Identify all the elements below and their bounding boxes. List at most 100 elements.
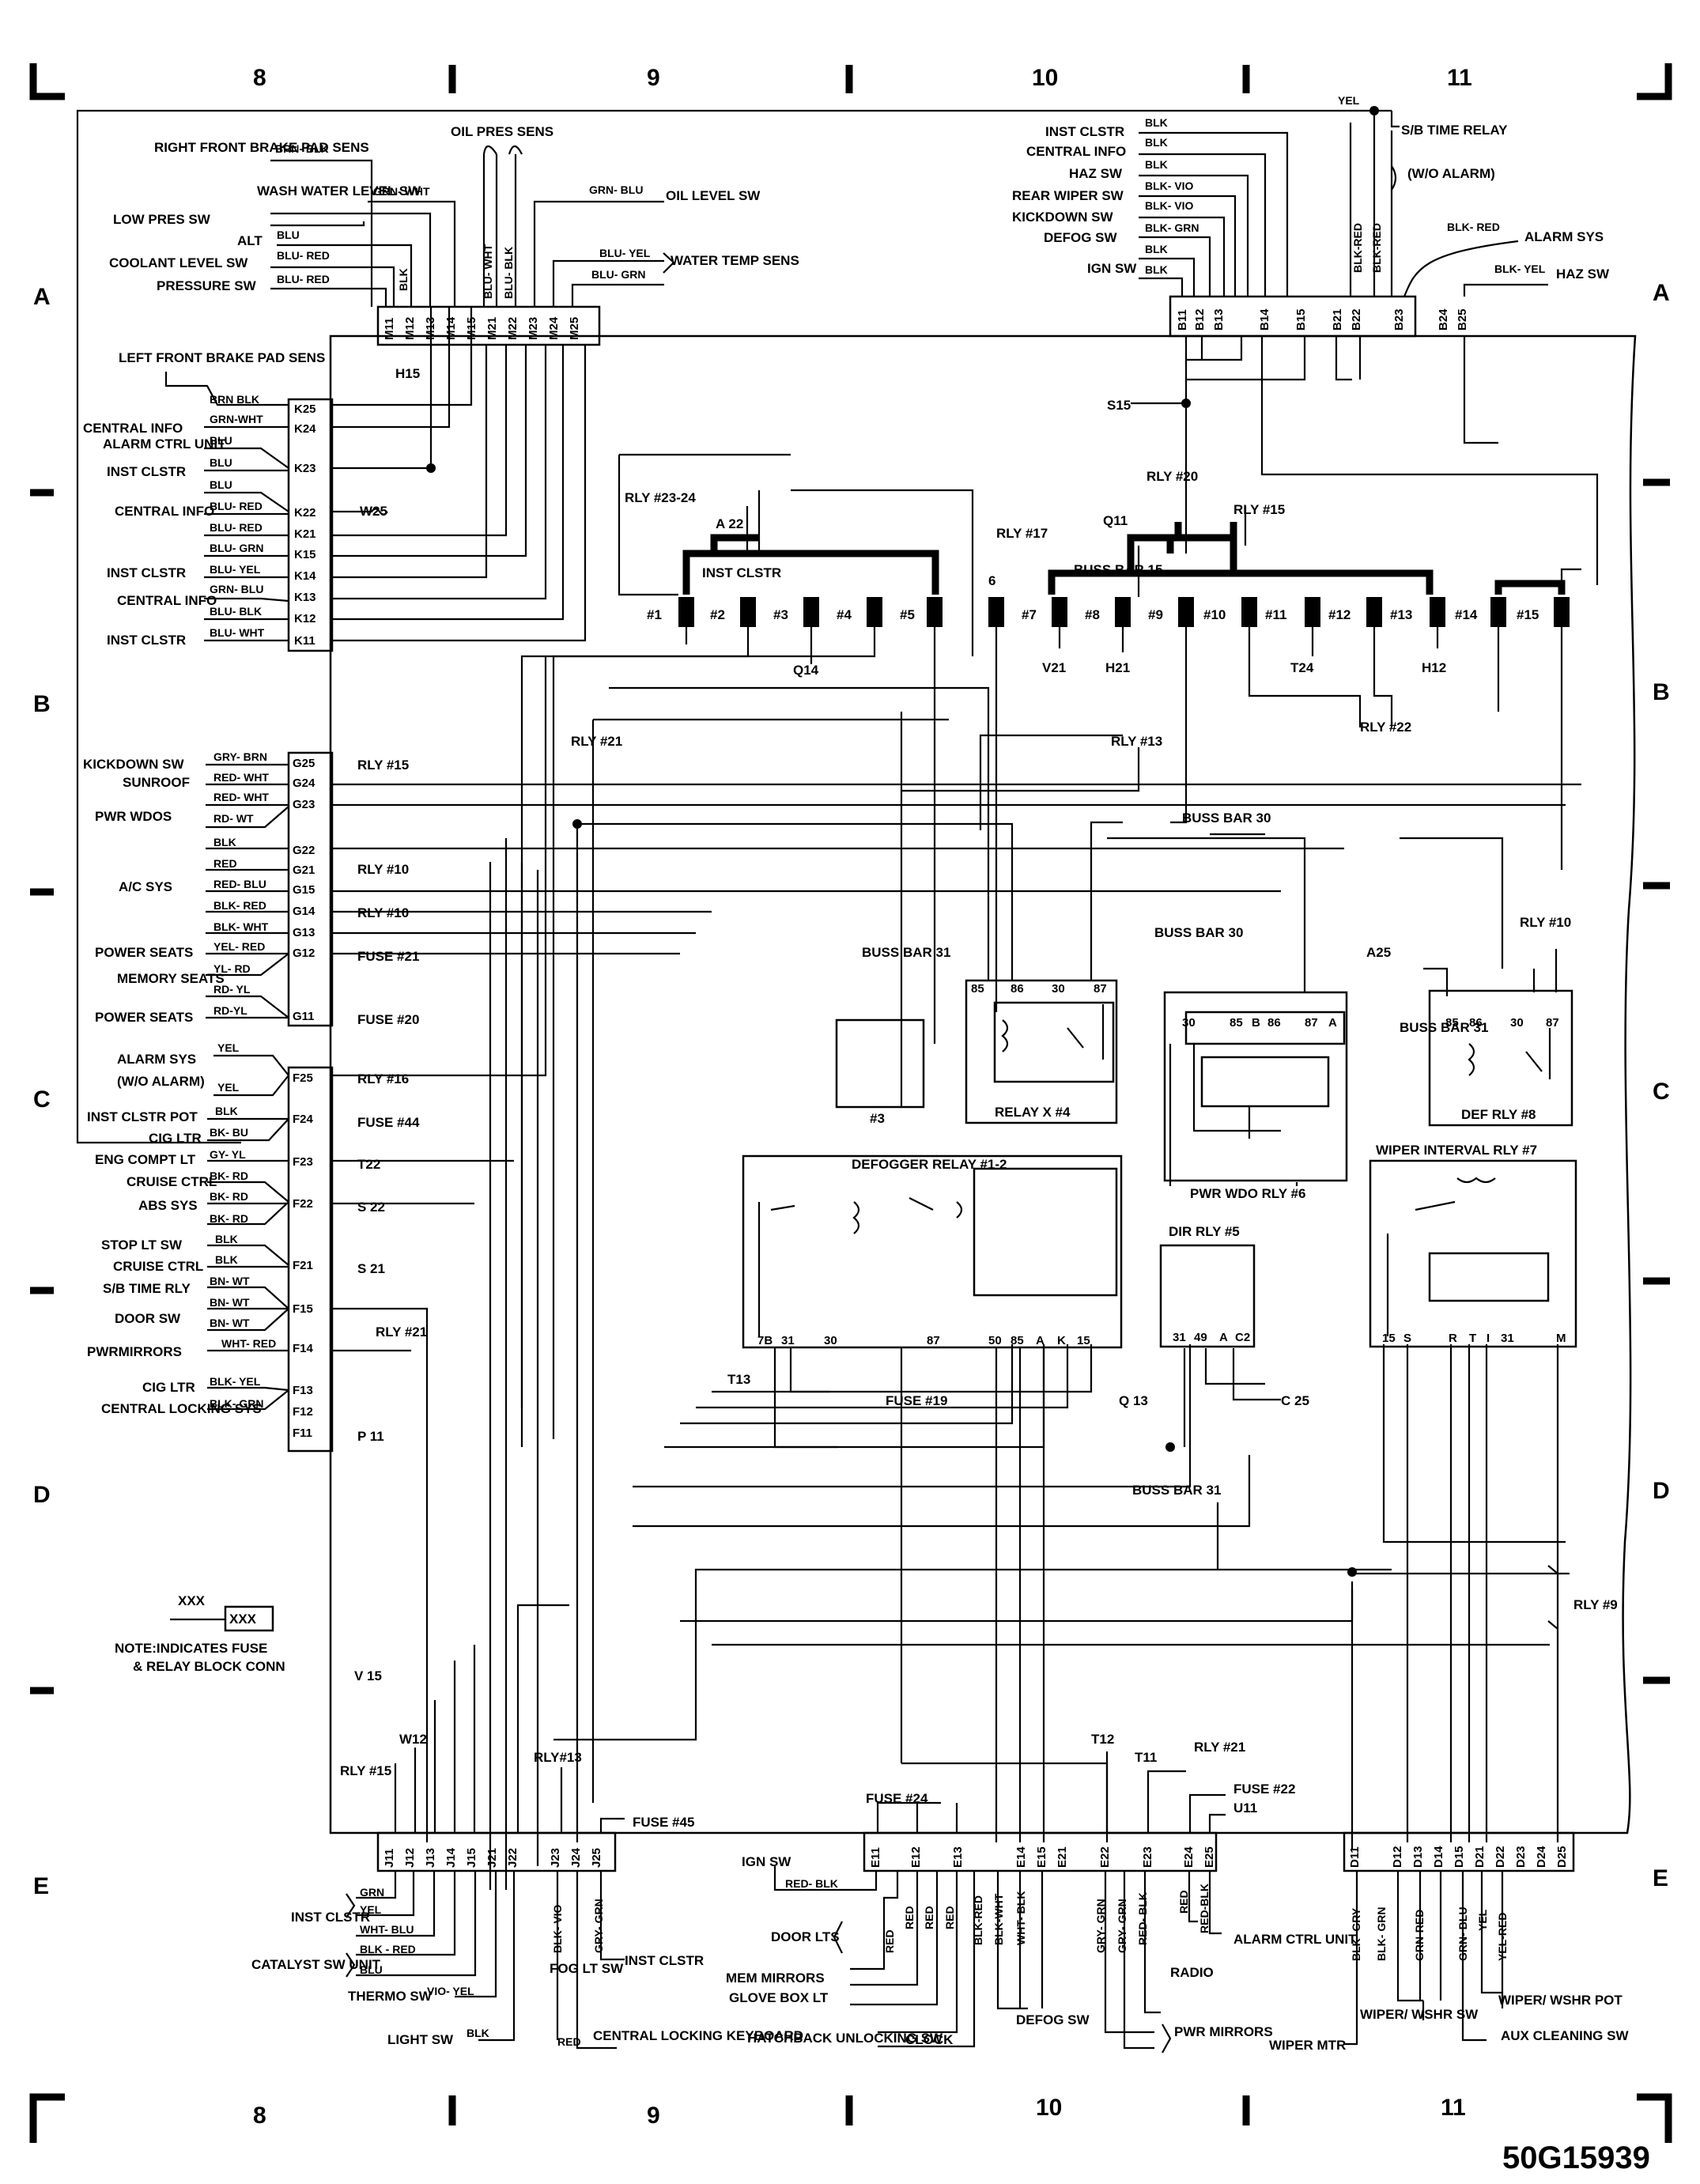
wire-label: BN- WT <box>210 1275 250 1287</box>
fuse-label: #7 <box>1022 607 1037 622</box>
inst-clstr-bus-label: INST CLSTR <box>702 565 781 580</box>
ref-fuse-20: FUSE #20 <box>357 1012 419 1027</box>
wire-label: WHT- BLU <box>360 1923 414 1936</box>
e-pin-label: E13 <box>951 1846 965 1868</box>
d-pin-label: D12 <box>1391 1846 1404 1868</box>
fuses <box>678 597 1570 627</box>
ac-sys-label: A/C SYS <box>119 879 172 894</box>
bottom-d-wires <box>1344 1871 1504 2046</box>
fuse-15 <box>1554 597 1570 627</box>
left-g-refs: RLY #15 RLY #10 RLY #10 FUSE #21 FUSE #2… <box>357 758 419 1027</box>
relay-pin: 85 <box>1011 1334 1024 1347</box>
wire-label: GY- YL <box>210 1148 246 1161</box>
relay-pin: M <box>1556 1332 1566 1345</box>
bottom-refs: V 15 W12 RLY #15 RLY#13 FUSE #45 FUSE #2… <box>340 1668 1295 1830</box>
ref-rly-21: RLY #21 <box>1194 1740 1245 1755</box>
k-pin-label: K11 <box>294 634 315 648</box>
d-connector: D11 D12 D13 D14 D15 D21 D22 D23 D24 D25 <box>1343 1831 1575 1872</box>
wire-label: BLK-WHT <box>992 1893 1005 1945</box>
ref-t12: T12 <box>1091 1732 1114 1747</box>
relay-pin: T <box>1469 1332 1476 1345</box>
relay-pin: 15 <box>1382 1332 1396 1345</box>
outer-loop-wire <box>76 109 1374 1144</box>
def-relay: 85 86 30 87 DEF RLY #8 <box>1428 989 1573 1127</box>
wire-label: BLK- WHT <box>213 920 269 933</box>
wire-label: BN- WT <box>210 1296 250 1309</box>
relay-x4-label: RELAY X #4 <box>995 1105 1071 1120</box>
ref-rly-20: RLY #20 <box>1147 469 1198 484</box>
fuse-11 <box>1305 597 1320 627</box>
row-right-e: E <box>1653 1865 1668 1891</box>
relay-pin: 87 <box>1546 1016 1559 1030</box>
left-f-wires <box>207 656 547 1842</box>
f-pin-label: F23 <box>293 1155 313 1169</box>
pwr-mirrors-label: PWR MIRRORS <box>1174 2024 1273 2039</box>
ref-p11: P 11 <box>357 1429 384 1444</box>
m-pin-label: M25 <box>568 317 581 340</box>
fuse-14 <box>1490 597 1506 627</box>
haz-sw-label: HAZ SW <box>1069 166 1123 181</box>
ref-rly-15: RLY #15 <box>357 758 409 773</box>
row-left-b: B <box>33 691 51 717</box>
ign-sw-label: IGN SW <box>1087 261 1137 276</box>
inst-clstr-label: INST CLSTR <box>107 565 186 580</box>
fuse-7 <box>1052 597 1067 627</box>
wire-label: BLK <box>215 1233 238 1245</box>
wire-label: RED- BLK <box>1136 1892 1149 1945</box>
k-pin-label: K24 <box>294 422 316 436</box>
fuse-label: #10 <box>1203 607 1226 622</box>
wire-label: BLU- RED <box>210 500 263 512</box>
buss-bar-15-label: BUSS BAR 15 <box>1074 562 1162 577</box>
wire-label: BLU- WHT <box>210 626 265 639</box>
fuse-3 <box>803 597 819 627</box>
wire-label: GRN- BLU <box>589 183 643 196</box>
fuse-label: #2 <box>710 607 725 622</box>
left-f-refs: RLY #16 FUSE #44 T22 S 22 S 21 RLY #21 P… <box>357 1071 427 1444</box>
k-pin-label: K12 <box>294 612 316 625</box>
thermo-sw-label: THERMO SW <box>348 1989 433 2004</box>
kickdown-sw-label: KICKDOWN SW <box>83 757 184 772</box>
left-k-wire-labels: BRN BLK GRN-WHT BLU BLU BLU BLU- RED BLU… <box>210 393 265 639</box>
buss-bar-31-label: BUSS BAR 31 <box>862 945 950 960</box>
ref-s21: S 21 <box>357 1261 385 1276</box>
relay-pin: 85 <box>1445 1016 1459 1030</box>
wire-label: BK- RD <box>210 1169 248 1182</box>
f-pin-label: F14 <box>293 1342 314 1355</box>
fuse-label: 6 <box>988 573 995 588</box>
j-pin-label: J11 <box>383 1849 396 1868</box>
wire-label: BLK- GRN <box>210 1397 263 1410</box>
pwr-mirrors-label: PWRMIRRORS <box>87 1344 182 1359</box>
fuse-label: #12 <box>1328 607 1351 622</box>
left-g-wire-labels: GRY- BRN RED- WHT RED- WHT RD- WT BLK RE… <box>213 750 269 1017</box>
wo-alarm-label: (W/O ALARM) <box>1407 166 1495 181</box>
wire-label: RED- BLK <box>785 1877 838 1890</box>
inst-clstr-label: INST CLSTR <box>291 1910 370 1925</box>
zone-labels: 8 9 10 11 8 9 10 11 A B C D E A B C D E <box>33 65 1670 2129</box>
wire-label: BLU- YEL <box>599 247 651 259</box>
e-pin-label: E21 <box>1056 1846 1069 1868</box>
m-pin-label: M12 <box>403 317 417 340</box>
f-pin-label: F21 <box>293 1259 313 1272</box>
wiper-relay: WIPER INTERVAL RLY #7 15 S R T I 31 M <box>1369 1143 1577 1348</box>
wire-label: BLK- GRY <box>1350 1907 1362 1961</box>
alt-label: ALT <box>237 233 263 248</box>
wire-label: BLK <box>1145 243 1168 255</box>
pwr-wdo-relay-label: PWR WDO RLY #6 <box>1190 1186 1305 1201</box>
sb-time-relay-label: S/B TIME RELAY <box>1401 123 1508 138</box>
clock-label: CLOCK <box>905 2032 954 2047</box>
m-connector: M11 M12 M13 M14 M15 M21 M22 M23 M24 M25 <box>376 305 601 346</box>
m-pin-label: M14 <box>444 316 458 340</box>
zone-bottom-9: 9 <box>647 2103 660 2129</box>
ref-fuse-22: FUSE #22 <box>1233 1782 1295 1797</box>
j-pin-label: J14 <box>444 1847 458 1868</box>
alarm-sys-label: ALARM SYS <box>1524 229 1604 244</box>
d-pin-label: D14 <box>1432 1846 1445 1868</box>
wire-label: BLK <box>1145 136 1168 149</box>
b-pin-label: B23 <box>1392 308 1406 331</box>
row-right-a: A <box>1653 280 1670 306</box>
wire-label: BLK <box>1145 263 1168 276</box>
wire-label: BLK- VIO <box>551 1904 564 1953</box>
g-pin-label: G21 <box>293 863 315 877</box>
abs-sys-label: ABS SYS <box>138 1198 198 1213</box>
kickdown-sw-label: KICKDOWN SW <box>1012 210 1113 225</box>
